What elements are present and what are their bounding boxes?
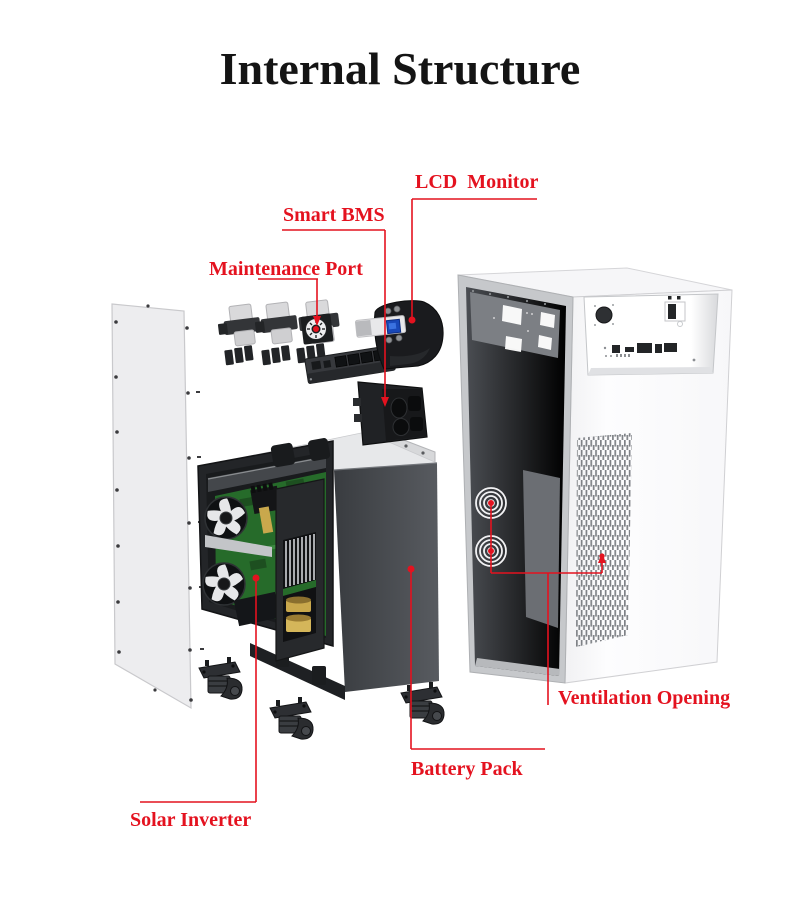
maintenance-pointer-arrow (313, 316, 321, 326)
label-lcd-monitor: LCD Monitor (415, 171, 539, 193)
fan-bottom-dot (488, 548, 494, 554)
battery-front-face (334, 463, 439, 692)
battery-pack-leader-line (410, 569, 545, 750)
gold-capacitors (286, 596, 311, 632)
page-title: Internal Structure (219, 43, 581, 94)
battery-pointer-dot (407, 565, 415, 573)
small-connector-row (224, 343, 326, 366)
solar-inverter-leader-line (140, 578, 257, 803)
inverter-fan-bottom (201, 561, 246, 606)
maintenance-port-dial (300, 313, 334, 345)
inverter-front-bracket (275, 478, 325, 662)
terminal-block (250, 482, 282, 515)
label-ventilation-opening: Ventilation Opening (558, 687, 731, 709)
maintenance-pointer-dot (313, 326, 319, 332)
label-maintenance-port: Maintenance Port (209, 258, 363, 280)
vent-pointer-dot (599, 553, 605, 559)
caster-wheel-left (198, 656, 243, 700)
recessed-io-panel (583, 293, 719, 376)
lcd-monitor-leader-line (411, 198, 537, 317)
ventilation-slots (576, 433, 632, 647)
inverter-fan-top (203, 495, 248, 540)
label-battery-pack: Battery Pack (411, 758, 523, 780)
lcd-pointer-dot (408, 316, 416, 324)
battery-pack (244, 423, 439, 700)
caster-wheel-middle (269, 696, 314, 740)
cable-gland-hole (595, 306, 613, 324)
lcd-monitor-module (354, 300, 444, 370)
fan-top-dot (488, 500, 494, 506)
smart-bms-board (353, 381, 428, 446)
heatsink-fins (285, 534, 315, 587)
smart-bms-leader-line (282, 229, 386, 399)
inverter-pointer-dot (252, 574, 260, 582)
maintenance-port-leader-line (258, 278, 318, 318)
interior-cutouts (502, 305, 555, 352)
solar-inverter-module (197, 438, 334, 662)
ac-connector-row (217, 299, 340, 347)
label-solar-inverter: Solar Inverter (130, 809, 252, 831)
outer-cabinet (457, 267, 733, 684)
label-smart-bms: Smart BMS (283, 204, 385, 226)
busbar-gold (258, 506, 274, 534)
back-panel (111, 303, 204, 710)
bms-pointer-arrow (381, 397, 389, 407)
io-cutouts-row (612, 343, 677, 353)
caster-wheel-right (400, 681, 445, 725)
port-strip (304, 345, 396, 384)
